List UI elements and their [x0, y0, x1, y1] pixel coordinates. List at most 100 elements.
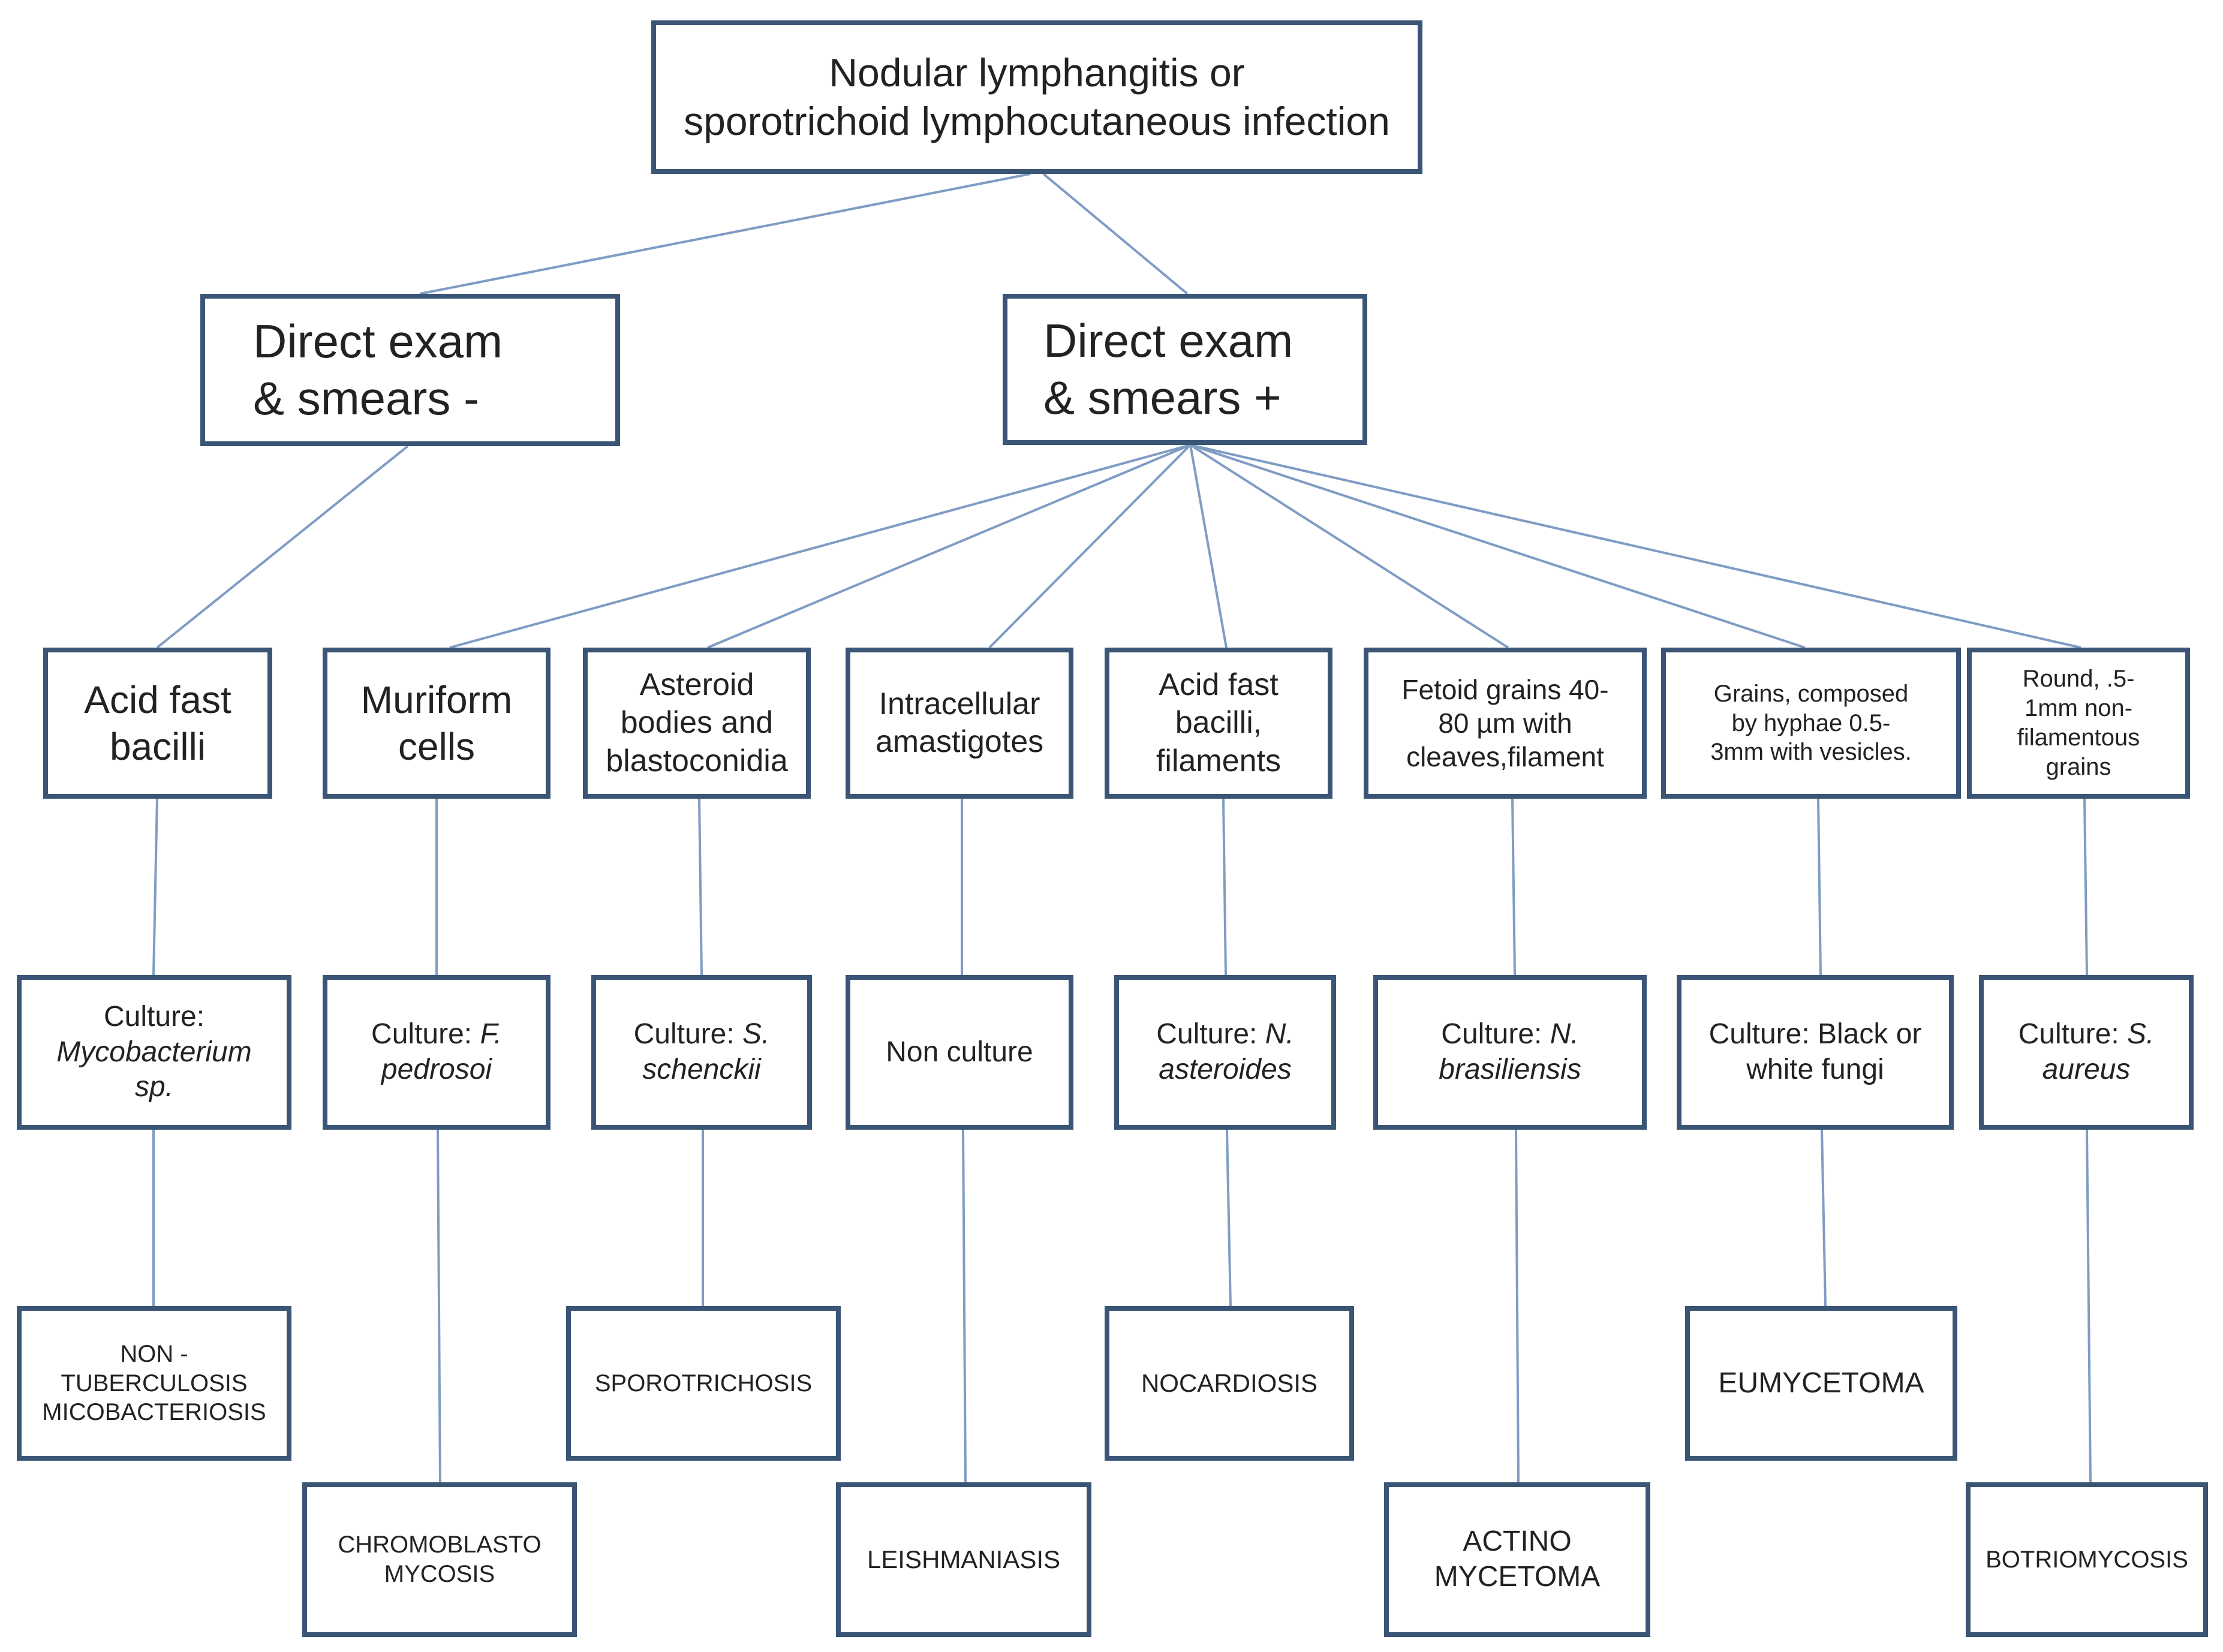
diagnosis-leishmaniasis: LEISHMANIASIS	[836, 1482, 1091, 1637]
connector-line-25	[2086, 1129, 2092, 1483]
finding-line: filamentous	[2017, 724, 2140, 751]
finding-line: Asteroid	[639, 667, 754, 702]
culture-organism: schenckii	[642, 1054, 761, 1085]
finding-muriform-cells: Muriform cells	[323, 648, 551, 799]
culture-organism: white fungi	[1746, 1054, 1884, 1085]
culture-organism: pedrosoi	[381, 1054, 492, 1085]
finding-line: by hyphae 0.5-	[1731, 709, 1891, 736]
diagnosis-sporotrichosis: SPOROTRICHOSIS	[566, 1306, 841, 1461]
culture-organism: S.	[742, 1018, 770, 1051]
finding-line: bacilli,	[1175, 705, 1262, 741]
finding-acid-fast-filaments: Acid fast bacilli, filaments	[1105, 648, 1332, 799]
diagnosis-line: CHROMOBLASTO	[338, 1531, 542, 1558]
finding-line: 3mm with vesicles.	[1710, 739, 1912, 766]
diagnosis-nocardiosis: NOCARDIOSIS	[1105, 1306, 1354, 1461]
finding-acid-fast-bacilli: Acid fast bacilli	[43, 648, 272, 799]
finding-line: bacilli	[109, 725, 206, 768]
connector-line-1	[1042, 173, 1189, 295]
culture-prefix: Culture:	[2018, 1018, 2119, 1051]
finding-line: cleaves,filament	[1406, 741, 1604, 773]
connector-line-12	[698, 798, 703, 976]
finding-line: Round, .5-	[2022, 666, 2135, 693]
finding-round-grains: Round, .5- 1mm non- filamentous grains	[1967, 648, 2190, 799]
negative-line1: Direct exam	[253, 314, 503, 368]
negative-node: Direct exam & smears -	[200, 294, 620, 446]
diagnosis-line: LEISHMANIASIS	[867, 1545, 1061, 1574]
connector-line-16	[1817, 798, 1822, 976]
diagnosis-line: BOTRIOMYCOSIS	[1986, 1546, 2188, 1573]
diagnosis-line: MYCETOMA	[1434, 1561, 1601, 1593]
finding-fetoid-grains: Fetoid grains 40- 80 µm with cleaves,fil…	[1364, 648, 1647, 799]
connector-line-24	[1821, 1129, 1827, 1307]
diagnosis-botriomycosis: BOTRIOMYCOSIS	[1966, 1482, 2208, 1637]
finding-line: Acid fast	[84, 678, 231, 721]
diagnosis-chromoblastomycosis: CHROMOBLASTO MYCOSIS	[302, 1482, 577, 1637]
finding-line: filaments	[1156, 743, 1282, 778]
finding-line: 1mm non-	[2024, 695, 2133, 722]
diagnosis-line: MYCOSIS	[384, 1561, 495, 1587]
finding-line: Grains, composed	[1713, 680, 1909, 707]
culture-prefix: Culture:	[103, 1001, 205, 1033]
finding-line: Muriform	[360, 678, 513, 721]
culture-mycobacterium: Culture: Mycobacterium sp.	[17, 975, 291, 1130]
diagnosis-eumycetoma: EUMYCETOMA	[1685, 1306, 1957, 1461]
culture-s-aureus: Culture: S. aureus	[1979, 975, 2194, 1130]
connector-line-2	[156, 445, 409, 649]
finding-line: bodies and	[620, 705, 774, 741]
connector-line-4	[707, 444, 1191, 649]
diagnosis-line: TUBERCULOSIS	[61, 1370, 248, 1397]
root-line1: Nodular lymphangitis or	[829, 50, 1245, 95]
diagnosis-line: NOCARDIOSIS	[1141, 1369, 1318, 1398]
culture-organism: sp.	[134, 1071, 174, 1103]
diagnosis-line: NON -	[120, 1340, 188, 1367]
connector-line-8	[1190, 444, 1806, 649]
connector-line-9	[1190, 444, 2081, 649]
culture-organism: aureus	[2042, 1054, 2131, 1085]
positive-line1: Direct exam	[1043, 314, 1294, 367]
connector-line-17	[2083, 798, 2088, 976]
root-node: Nodular lymphangitis or sporotrichoid ly…	[651, 20, 1422, 174]
connector-line-15	[1511, 798, 1516, 976]
diagnosis-actinomycetoma: ACTINO MYCETOMA	[1384, 1482, 1650, 1637]
culture-n-asteroides: Culture: N. asteroides	[1114, 975, 1336, 1130]
connector-line-6	[1189, 444, 1228, 648]
positive-node: Direct exam & smears +	[1003, 294, 1367, 445]
diagnosis-line: EUMYCETOMA	[1718, 1367, 1924, 1399]
diagnosis-line: SPOROTRICHOSIS	[594, 1370, 813, 1397]
culture-prefix: Non culture	[886, 1036, 1033, 1068]
culture-organism: N.	[1265, 1018, 1294, 1051]
diagnosis-non-tuberculosis-micobacteriosis: NON - TUBERCULOSIS MICOBACTERIOSIS	[17, 1306, 291, 1461]
culture-prefix: Culture: Black or	[1708, 1018, 1922, 1051]
finding-line: Intracellular	[879, 686, 1040, 721]
root-line2: sporotrichoid lymphocutaneous infection	[684, 99, 1390, 143]
culture-organism: Mycobacterium	[56, 1036, 252, 1068]
connector-line-3	[449, 444, 1191, 649]
connector-line-22	[1226, 1129, 1232, 1307]
diagnosis-line: MICOBACTERIOSIS	[42, 1399, 266, 1426]
culture-s-schenckii: Culture: S. schenckii	[591, 975, 812, 1130]
finding-line: Fetoid grains 40-	[1401, 673, 1609, 705]
culture-prefix: Culture:	[371, 1018, 473, 1051]
culture-n-brasiliensis: Culture: N. brasiliensis	[1373, 975, 1647, 1130]
connector-line-7	[1189, 444, 1509, 649]
culture-organism: S.	[2127, 1018, 2155, 1051]
culture-black-white-fungi: Culture: Black or white fungi	[1677, 975, 1954, 1130]
connector-line-10	[152, 798, 158, 976]
culture-organism: asteroides	[1159, 1054, 1292, 1085]
diagnosis-line: ACTINO	[1463, 1525, 1572, 1558]
finding-line: blastoconidia	[606, 743, 788, 778]
finding-line: cells	[398, 725, 476, 768]
connector-line-19	[437, 1129, 441, 1483]
finding-line: Acid fast	[1159, 667, 1279, 702]
culture-prefix: Culture:	[1441, 1018, 1542, 1051]
connector-line-0	[419, 173, 1031, 295]
culture-prefix: Culture:	[633, 1018, 735, 1051]
culture-none: Non culture	[846, 975, 1073, 1130]
finding-line: amastigotes	[875, 724, 1044, 759]
culture-organism: brasiliensis	[1439, 1054, 1581, 1085]
culture-organism: N.	[1550, 1018, 1579, 1051]
negative-line2: & smears -	[253, 372, 480, 425]
finding-asteroid-bodies: Asteroid bodies and blastoconidia	[583, 648, 811, 799]
